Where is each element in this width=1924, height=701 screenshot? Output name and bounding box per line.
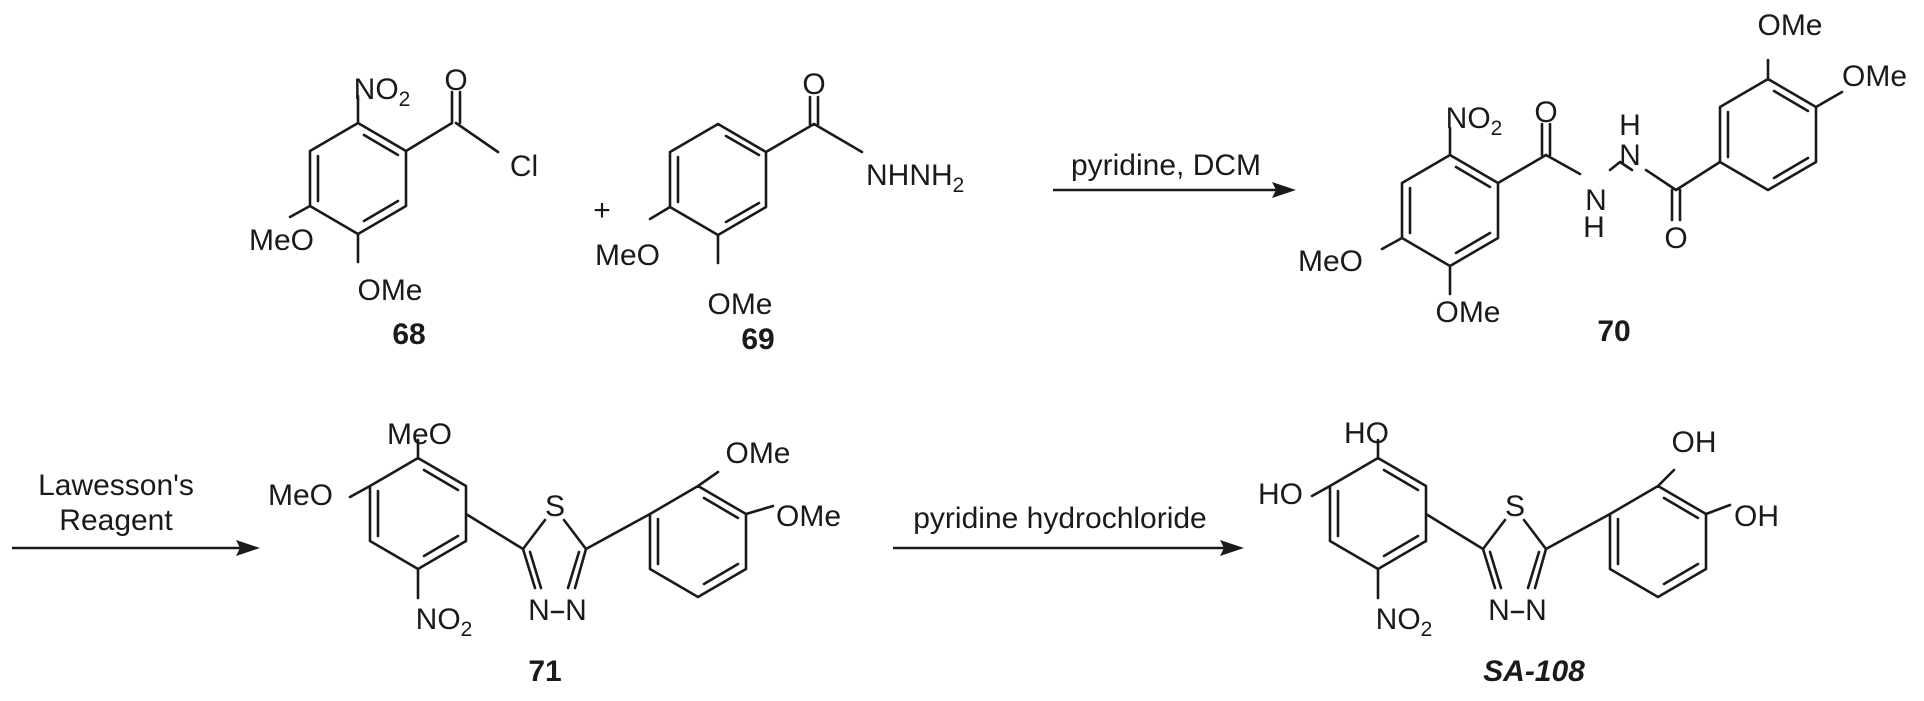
compound-71-n1-label: N <box>528 594 550 627</box>
arrow-2-conditions-line-2: Reagent <box>59 504 173 537</box>
compound-68-meo-label: MeO <box>249 224 314 257</box>
reaction-arrow-3: pyridine hydrochloride <box>893 502 1244 556</box>
compound-71: MeO MeO NO2 S N N OMe OMe 71 <box>268 418 841 688</box>
compound-69-ome-label: OMe <box>707 288 772 321</box>
compound-70-o2-label: O <box>1664 222 1687 255</box>
compound-71-n2-label: N <box>565 594 587 627</box>
compound-70-meo-label: MeO <box>1298 245 1363 278</box>
compound-69-carbonyl-o-label: O <box>802 68 825 101</box>
compound-sa-108-nitro-label: NO2 <box>1376 603 1433 641</box>
compound-71-bonds <box>350 440 773 612</box>
compound-69: O NHNH2 MeO OMe 69 <box>595 68 964 356</box>
compound-sa-108-ho-top-label: HO <box>1344 417 1389 450</box>
compound-69-number: 69 <box>741 323 774 356</box>
compound-69-bonds <box>650 97 862 263</box>
arrow-3-conditions: pyridine hydrochloride <box>913 502 1207 535</box>
compound-70-nh-top-h: H <box>1619 109 1641 142</box>
plus-sign: + <box>593 194 611 227</box>
compound-70-nh-top-n: N <box>1619 139 1641 172</box>
compound-68: NO2 O Cl MeO OMe 68 <box>249 64 538 351</box>
compound-70-ome-right-label: OMe <box>1842 60 1907 93</box>
compound-71-number: 71 <box>528 655 561 688</box>
compound-sa-108-ho-left-label: HO <box>1258 478 1303 511</box>
arrow-1-conditions: pyridine, DCM <box>1071 149 1261 182</box>
compound-71-nitro-label: NO2 <box>416 603 473 641</box>
compound-70: NO2 O N H N H O MeO OMe OMe OMe 70 <box>1298 9 1907 348</box>
compound-70-ome-top-label: OMe <box>1757 9 1822 42</box>
compound-sa-108-oh-top-label: OH <box>1672 426 1717 459</box>
compound-70-number: 70 <box>1597 315 1630 348</box>
compound-68-carbonyl-o-label: O <box>444 64 467 97</box>
compound-sa-108-n1-label: N <box>1488 594 1510 627</box>
compound-68-nitro-label: NO2 <box>354 73 411 111</box>
compound-sa-108-n2-label: N <box>1525 594 1547 627</box>
compound-71-meo-top-label: MeO <box>387 418 452 451</box>
compound-71-s-label: S <box>545 490 565 523</box>
compound-sa-108: HO HO NO2 S N N OH OH SA-108 <box>1258 417 1779 688</box>
compound-68-bonds <box>290 92 498 262</box>
compound-68-ome-label: OMe <box>357 274 422 307</box>
compound-68-cl-label: Cl <box>510 150 538 183</box>
compound-68-number: 68 <box>392 318 425 351</box>
compound-70-bonds <box>1382 60 1842 294</box>
compound-70-nh-bottom-h: H <box>1583 211 1605 244</box>
compound-71-ome-top-label: OMe <box>725 437 790 470</box>
compound-sa-108-oh-right-label: OH <box>1734 500 1779 533</box>
reaction-arrow-2: Lawesson's Reagent <box>12 469 260 556</box>
compound-70-ome-bottom-label: OMe <box>1435 296 1500 329</box>
compound-sa-108-number: SA-108 <box>1483 655 1585 688</box>
reaction-arrow-1: pyridine, DCM <box>1053 149 1296 198</box>
compound-69-meo-label: MeO <box>595 239 660 272</box>
compound-70-o1-label: O <box>1534 96 1557 129</box>
compound-70-nitro-label: NO2 <box>1446 102 1503 140</box>
compound-71-meo-left-label: MeO <box>268 479 333 512</box>
compound-69-hydrazide-label: NHNH2 <box>866 159 964 197</box>
compound-sa-108-s-label: S <box>1505 490 1525 523</box>
arrow-2-conditions-line-1: Lawesson's <box>38 469 194 502</box>
compound-sa-108-bonds <box>1312 440 1730 612</box>
compound-71-ome-right-label: OMe <box>776 500 841 533</box>
